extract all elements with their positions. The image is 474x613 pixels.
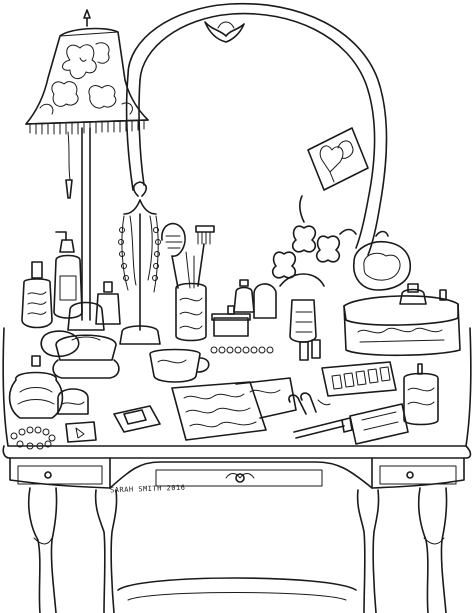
table-lamp bbox=[25, 9, 149, 379]
front-left-items bbox=[10, 388, 161, 450]
candle-jar bbox=[403, 363, 439, 426]
vanity-table bbox=[2, 327, 472, 613]
trinket-box-center bbox=[211, 279, 277, 337]
mirror-picture bbox=[307, 127, 369, 191]
eyeshadow-palette bbox=[321, 361, 397, 397]
perfume-bottles-left bbox=[8, 231, 121, 419]
front-center-items bbox=[149, 346, 345, 441]
lotion-tube bbox=[341, 403, 409, 445]
jewelry-stand bbox=[118, 181, 161, 345]
jewelry-box-right bbox=[343, 230, 461, 357]
flower-vase bbox=[271, 195, 357, 361]
mirror-frame bbox=[125, 2, 388, 256]
brush-holder bbox=[161, 222, 215, 342]
